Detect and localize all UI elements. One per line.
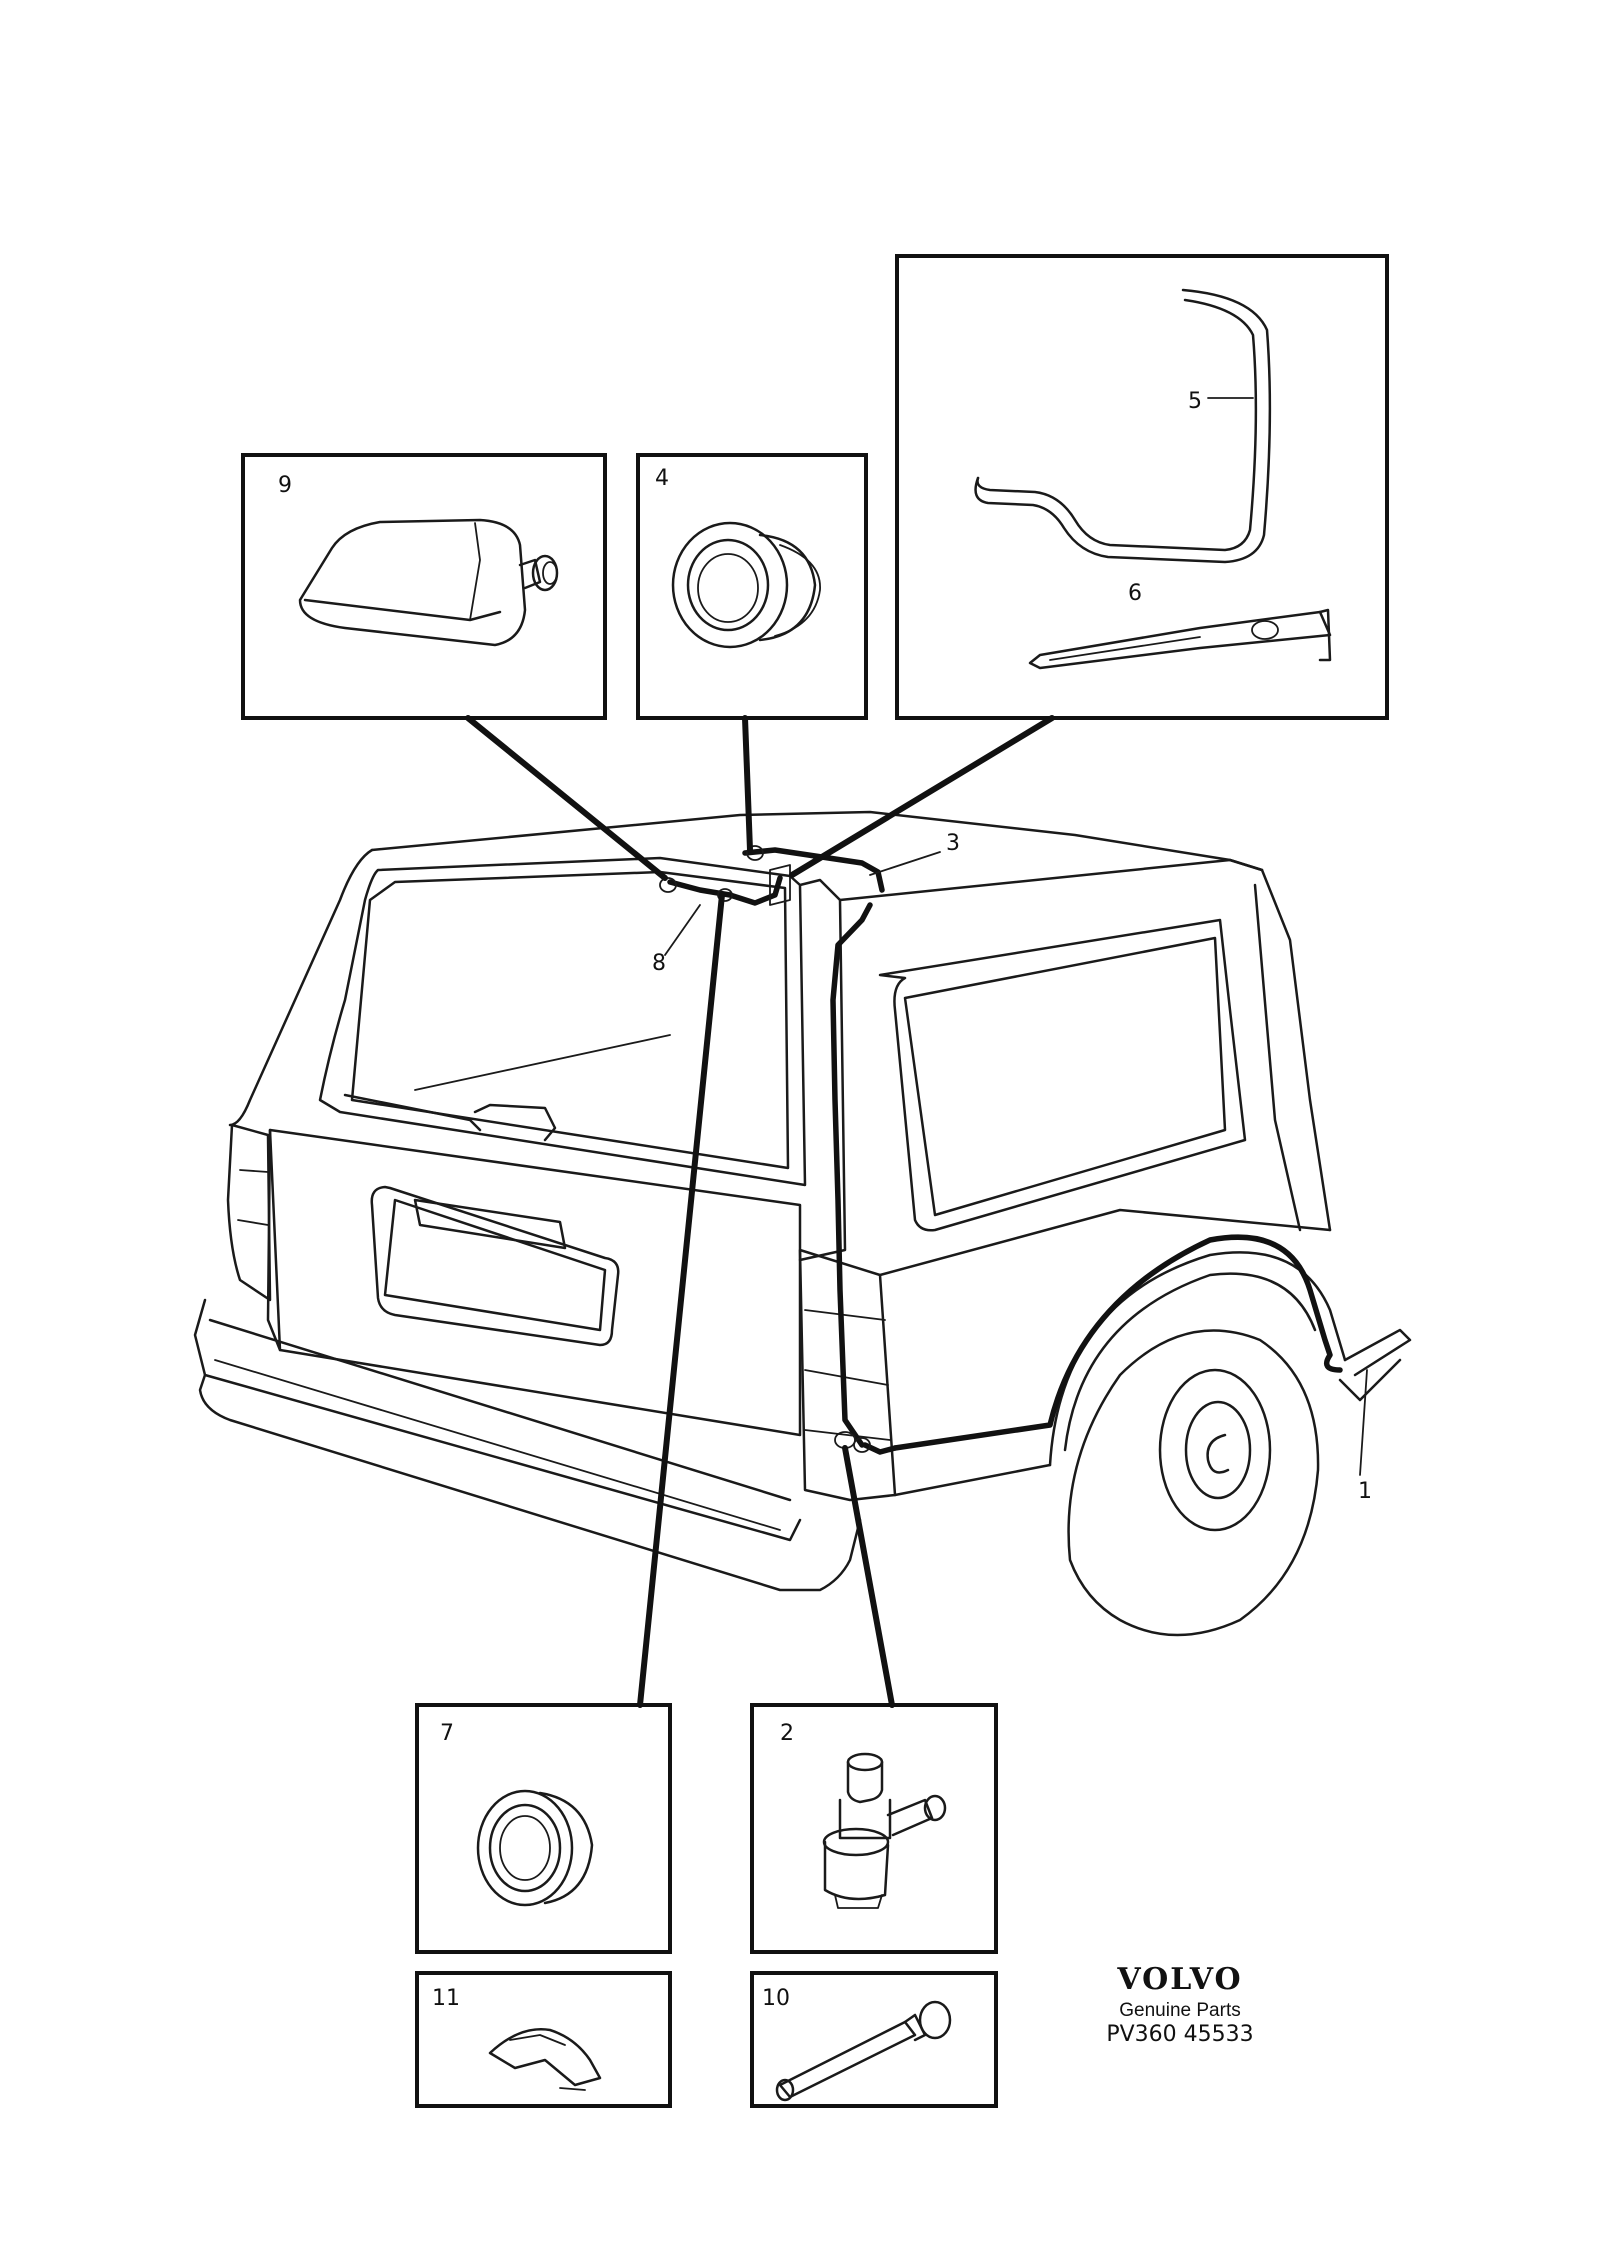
clip-part-11 bbox=[488, 2028, 602, 2091]
callout-2: 2 bbox=[780, 1721, 794, 1746]
nozzle-part-9 bbox=[298, 518, 559, 647]
callout-8: 8 bbox=[652, 951, 666, 976]
genuine-parts-label: Genuine Parts bbox=[1119, 2000, 1241, 2021]
detail-box-11 bbox=[415, 1971, 672, 2108]
callout-5: 5 bbox=[1188, 389, 1202, 414]
callout-9: 9 bbox=[278, 473, 292, 498]
callout-3: 3 bbox=[946, 831, 960, 856]
hose-part-5 bbox=[974, 288, 1272, 564]
detail-box-2 bbox=[750, 1703, 998, 1954]
detail-box-7 bbox=[415, 1703, 672, 1954]
cable-tie-part-6 bbox=[1028, 608, 1332, 670]
valve-part-2 bbox=[822, 1752, 947, 1909]
callout-6: 6 bbox=[1128, 581, 1142, 606]
detail-box-4 bbox=[636, 453, 868, 720]
grommet-part-7 bbox=[476, 1789, 594, 1907]
callout-10: 10 bbox=[762, 1986, 790, 2011]
detail-box-9 bbox=[241, 453, 607, 720]
callout-4: 4 bbox=[655, 466, 669, 491]
detail-box-5-6 bbox=[895, 254, 1389, 720]
leader-lines bbox=[465, 715, 1055, 1708]
grommet-part-4 bbox=[671, 521, 821, 649]
callout-7: 7 bbox=[440, 1721, 454, 1746]
car-rear-illustration bbox=[193, 810, 1412, 1637]
callout-1: 1 bbox=[1358, 1479, 1372, 1504]
connector-part-10 bbox=[775, 2000, 952, 2102]
callout-pointers bbox=[664, 851, 1368, 1476]
callout-11: 11 bbox=[432, 1986, 460, 2011]
washer-hose-routing bbox=[659, 845, 1343, 1455]
diagram-code: PV360 45533 bbox=[1106, 2022, 1254, 2047]
volvo-logo: VOLVO bbox=[1117, 1962, 1243, 1997]
